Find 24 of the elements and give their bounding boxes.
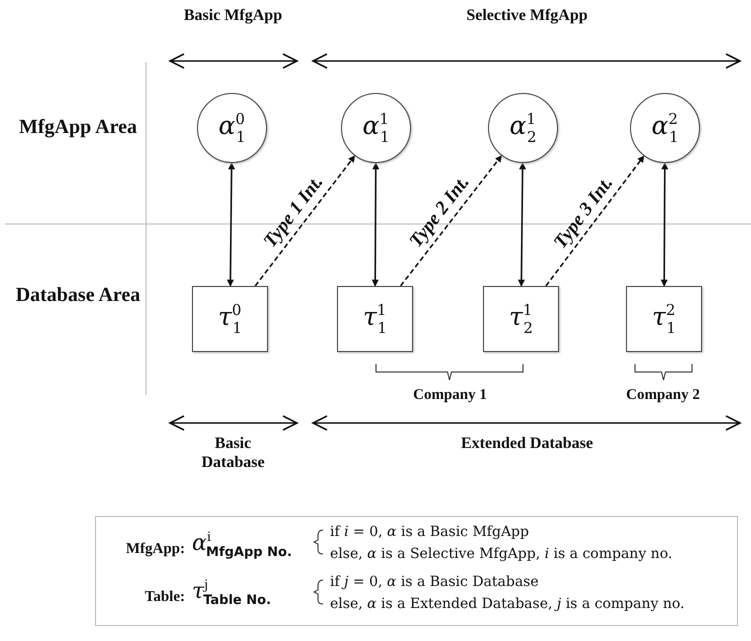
arrow xyxy=(226,162,236,287)
header-label: Selective MfgApp xyxy=(465,6,589,26)
table-box xyxy=(483,286,559,352)
row-label: Database Area xyxy=(14,283,142,307)
header-label: Basic Database xyxy=(200,434,266,472)
row-label: MfgApp Area xyxy=(18,115,138,139)
key-label: MfgApp: xyxy=(124,540,185,558)
arrow xyxy=(400,155,502,286)
group-label: Company 1 xyxy=(412,386,488,404)
table-box xyxy=(192,286,268,352)
arrow xyxy=(660,162,668,287)
arrow xyxy=(254,155,356,286)
group-label: Company 2 xyxy=(625,386,701,404)
note-text: else, α is a Extended Database, j is a company no. xyxy=(330,596,684,612)
table-box xyxy=(337,286,413,352)
arrow xyxy=(545,155,645,286)
table-box xyxy=(626,286,702,352)
header-label: Basic MfgApp xyxy=(183,6,283,26)
header-label: Extended Database xyxy=(460,434,594,454)
note-text: if i = 0, α is a Basic MfgApp xyxy=(330,524,529,540)
arrow xyxy=(372,162,380,287)
key-label: Table: xyxy=(144,588,185,606)
note-text: else, α is a Selective MfgApp, i is a company no. xyxy=(330,546,672,562)
arrow xyxy=(518,162,526,287)
